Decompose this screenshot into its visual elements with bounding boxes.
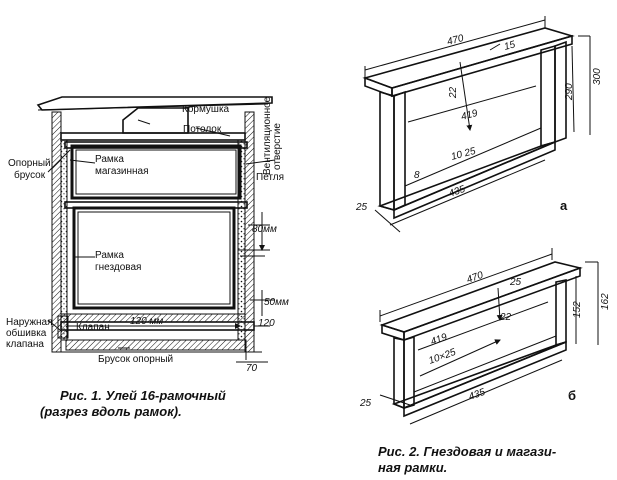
fig2a-dim-470: 470: [446, 33, 465, 48]
fig2b-frame: 470 25 162 152 22 419 10×25 435 25 б: [359, 248, 611, 425]
support-bar: [65, 339, 247, 351]
fig2a-dim-290: 290: [564, 83, 575, 101]
label-ramka-gnezd-1: Рамка: [95, 250, 124, 261]
fig2a-letter: а: [560, 198, 568, 213]
caption-fig2-line1: Рис. 2. Гнездовая и магази-: [378, 444, 556, 459]
label-opornyi-2: брусок: [14, 169, 46, 181]
fig2b-dim-152: 152: [572, 301, 583, 318]
dim-80mm: 80мм: [252, 224, 277, 235]
label-klapan: Клапан: [76, 322, 110, 333]
label-obshivka-2: обшивка: [6, 327, 47, 339]
fig2a-dim-15: 15: [503, 39, 517, 53]
label-ramka-gnezd-2: гнездовая: [95, 262, 141, 273]
valve: [57, 315, 69, 339]
hive-roof: [36, 96, 273, 111]
fig2b-dim-419: 419: [429, 332, 449, 348]
caption-fig1-line2: (разрез вдоль рамок).: [40, 404, 182, 419]
fig2a-dim-10-25: 10 25: [450, 146, 477, 163]
fig2a-dim-300: 300: [592, 68, 603, 85]
label-obshivka-3: клапана: [6, 339, 44, 350]
hive-ceiling: [60, 132, 246, 141]
fig2a-dim-25: 25: [355, 202, 368, 213]
fig2b-dim-470: 470: [465, 270, 485, 286]
label-opornyi-1: Опорный: [8, 158, 51, 169]
fig2a-dim-8: 8: [414, 170, 420, 181]
super-frame: [70, 144, 242, 200]
fig2b-letter: б: [568, 388, 576, 403]
feeder: [122, 107, 189, 134]
caption-fig1-line1: Рис. 1. Улей 16-рамочный: [60, 388, 226, 403]
fig2b-dim-25-top: 25: [509, 277, 522, 288]
dim-120mm-h: 120 мм: [130, 316, 163, 327]
label-petlya: Петля: [256, 172, 284, 183]
fig2a-dim-22: 22: [448, 86, 459, 99]
fig2b-dim-22: 22: [499, 312, 512, 323]
label-ramka-mag-1: Рамка: [95, 154, 124, 165]
fig2a-dim-419: 419: [460, 108, 479, 123]
fig1-hive: Кормушка Потолок Вентиляционное отверсти…: [6, 96, 289, 419]
label-kormushka: Кормушка: [182, 104, 230, 115]
fig2b-dim-25: 25: [359, 398, 372, 409]
caption-fig2-line2: ная рамки.: [378, 460, 447, 475]
fig2b-dim-10x25: 10×25: [427, 347, 458, 367]
label-brusok-opornyi: Брусок опорный: [98, 354, 173, 365]
dim-120-v: 120: [258, 318, 275, 329]
label-ventilation-2: отверстие: [272, 123, 283, 170]
dim-50mm: 50мм: [264, 297, 289, 308]
fig2a-frame: 470 15 300 290 22 419 10 25 8 435 25 а: [355, 16, 603, 233]
label-potolok: Потолок: [183, 124, 222, 135]
label-ramka-mag-2: магазинная: [95, 166, 149, 177]
fig2b-dim-162: 162: [600, 293, 611, 310]
label-obshivka-1: Наружная: [6, 317, 53, 328]
dim-70: 70: [246, 363, 258, 374]
label-ventilation-1: Вентиляционное: [262, 96, 273, 175]
